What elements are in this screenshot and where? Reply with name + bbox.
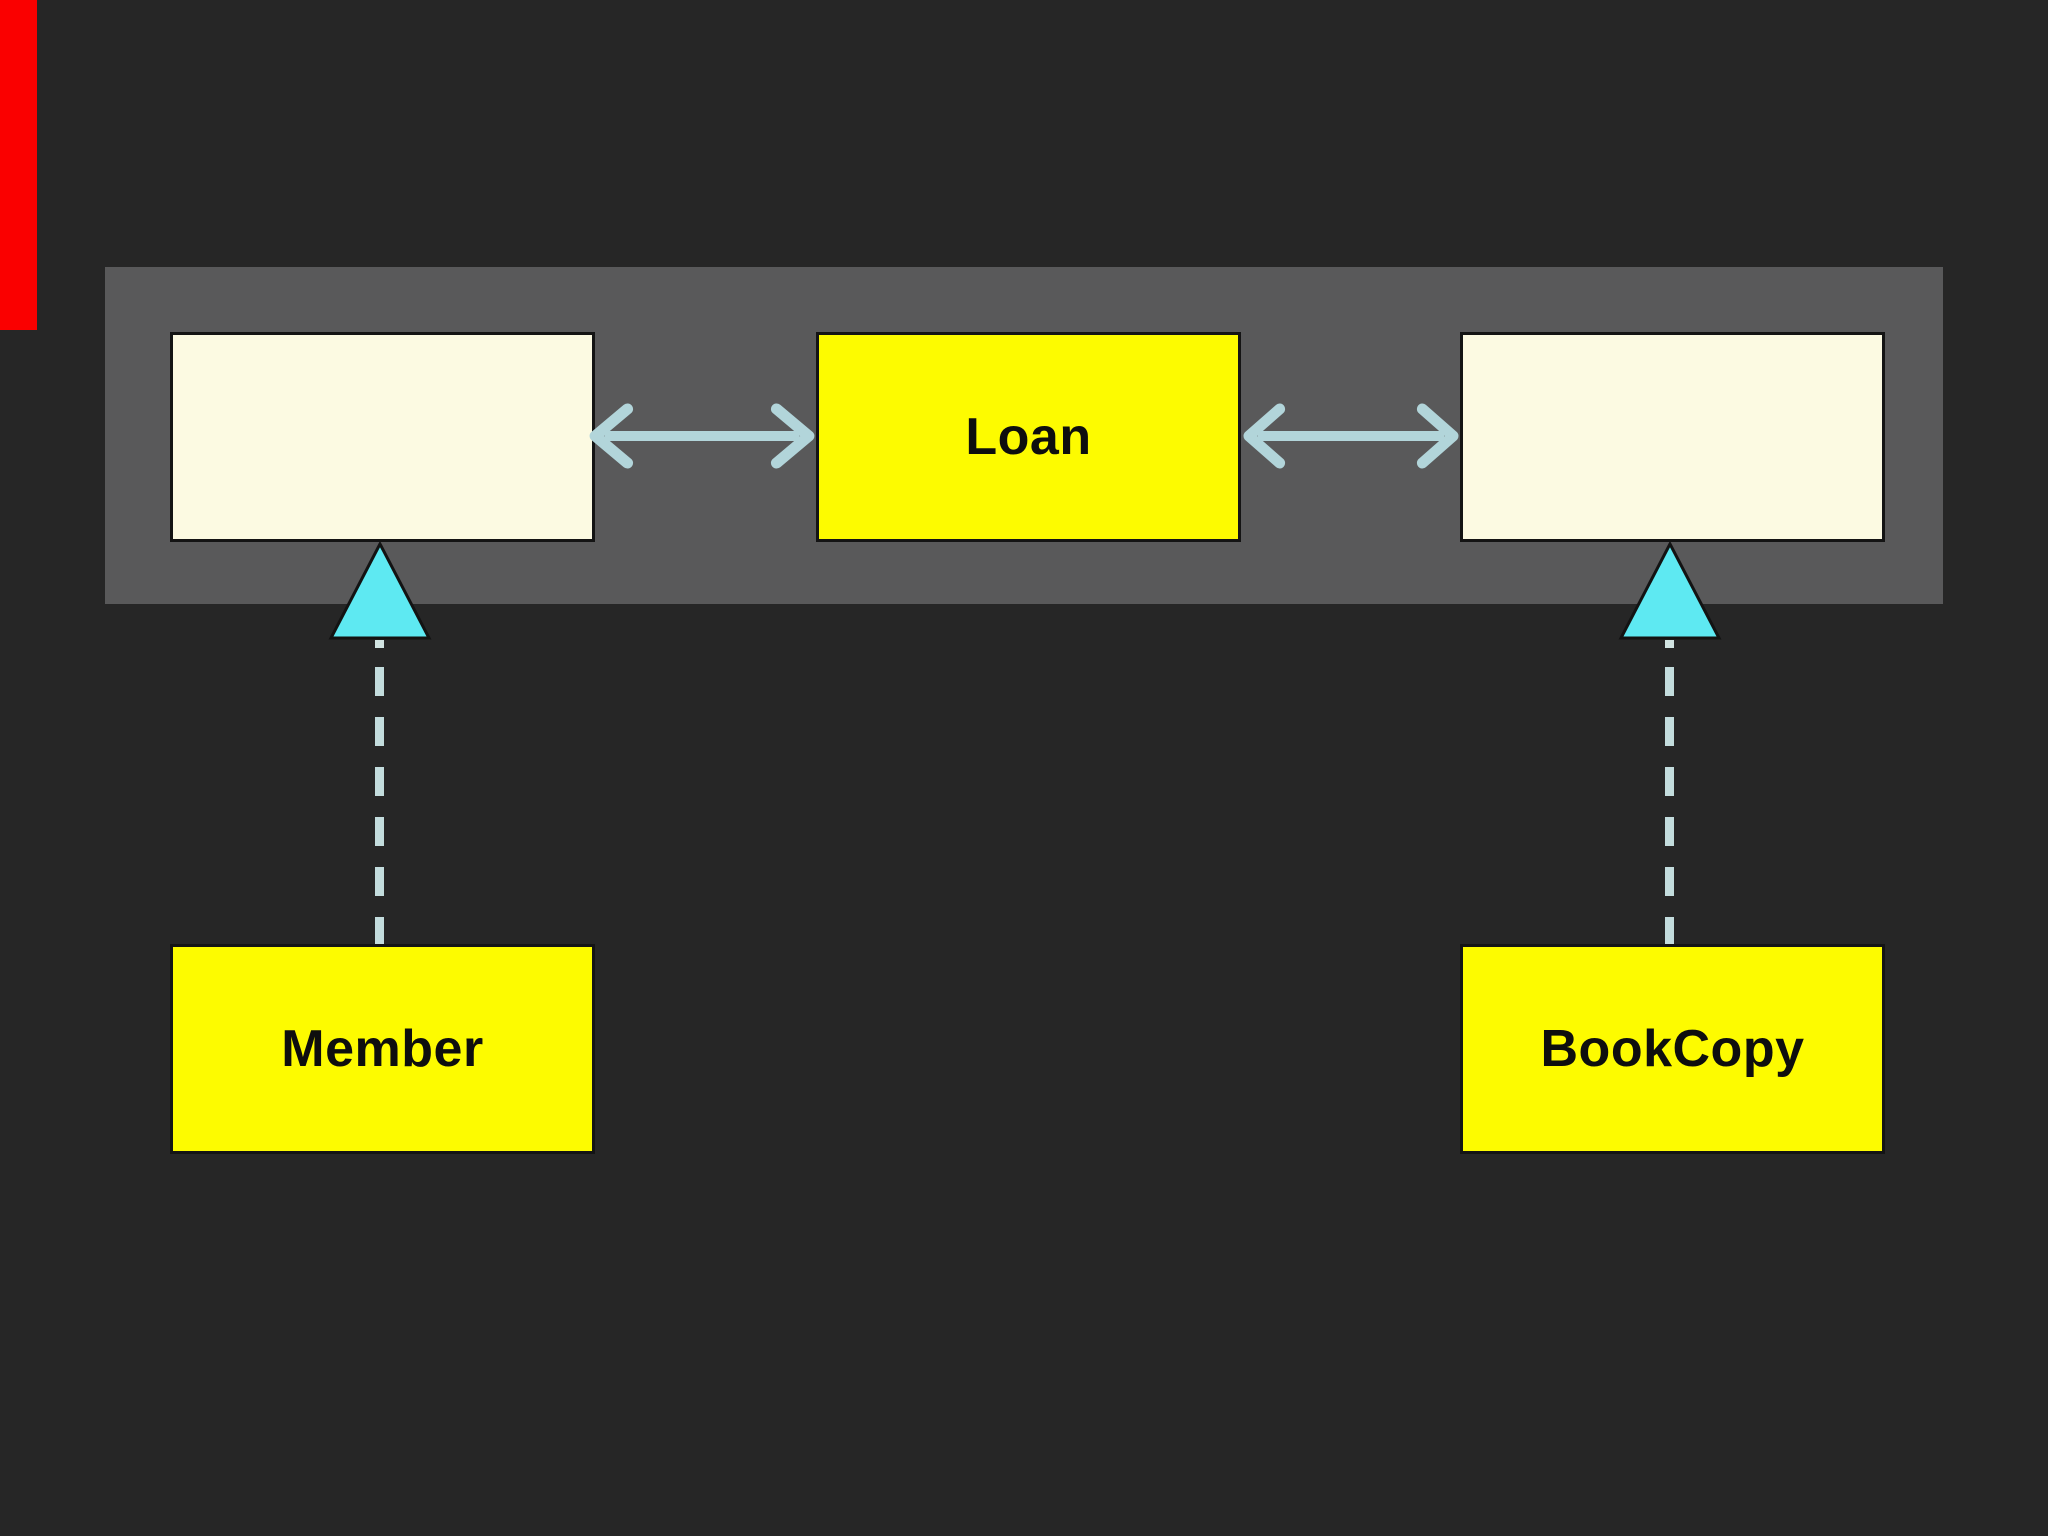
bookcopy-class-box: BookCopy: [1460, 944, 1885, 1154]
right-slot-box: [1460, 332, 1885, 542]
bookcopy-label: BookCopy: [1540, 1020, 1805, 1078]
double-arrow-left-icon: [589, 403, 815, 469]
dashed-line-left-stub: [375, 640, 384, 648]
red-strip: [0, 0, 37, 330]
dashed-line-right-stub: [1665, 640, 1674, 648]
member-label: Member: [281, 1020, 484, 1078]
left-slot-box: [170, 332, 595, 542]
double-arrow-right-icon: [1243, 403, 1459, 469]
generalization-triangle-right-icon: [1618, 541, 1722, 640]
loan-class-box: Loan: [816, 332, 1241, 542]
loan-label: Loan: [965, 408, 1092, 466]
member-class-box: Member: [170, 944, 595, 1154]
generalization-triangle-left-icon: [328, 541, 432, 640]
dashed-line-left: [375, 667, 384, 945]
dashed-line-right: [1665, 667, 1674, 945]
